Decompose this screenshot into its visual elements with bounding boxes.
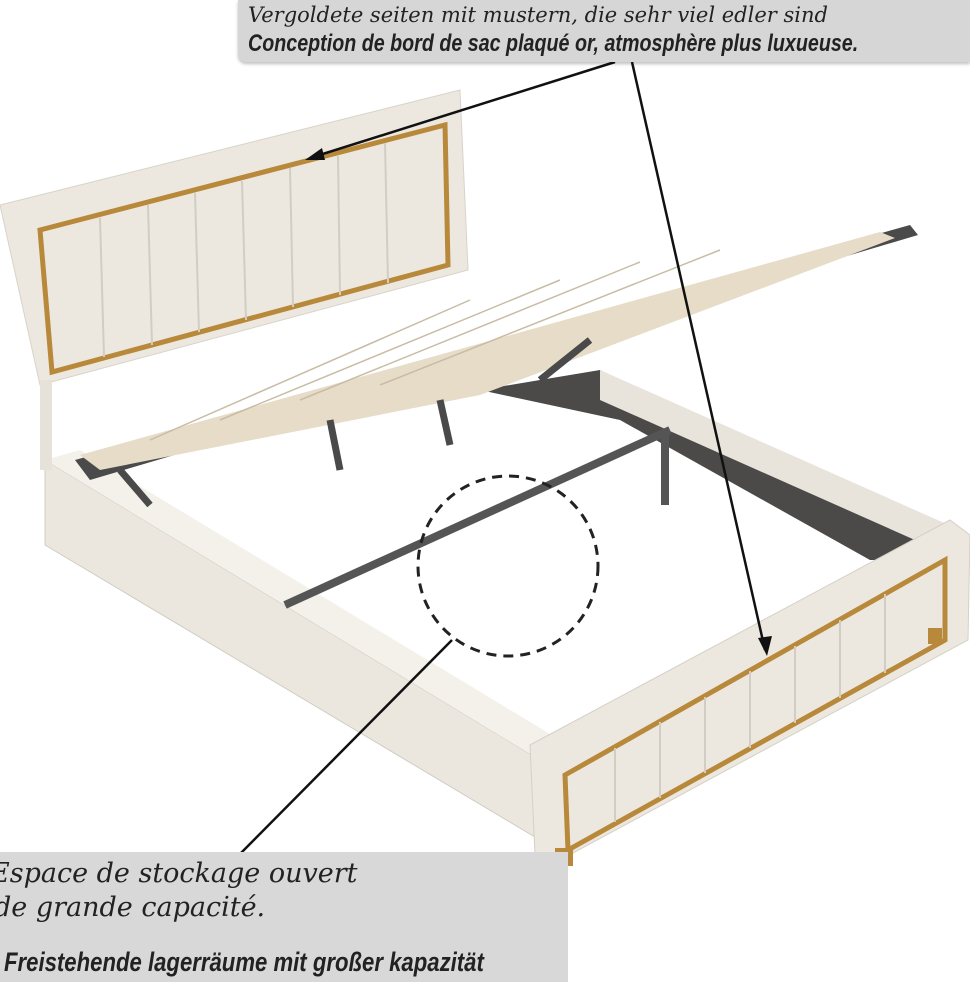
storage-highlight-circle	[416, 474, 600, 658]
callout-bottom-french-1: Espace de stockage ouvert	[0, 858, 358, 889]
slats	[80, 232, 895, 470]
callout-bottom-german: Freistehende lagerräume mit großer kapaz…	[4, 947, 484, 977]
pointer-line-headboard	[309, 60, 616, 160]
right-side-rail	[600, 370, 960, 560]
callout-top-german: Vergoldete seiten mit mustern, die sehr …	[248, 3, 828, 27]
footboard-gold-trim	[562, 555, 948, 855]
headboard	[0, 89, 469, 386]
callout-top: Vergoldete seiten mit mustern, die sehr …	[238, 0, 970, 62]
storage-inner-wall	[480, 370, 940, 560]
callout-top-french: Conception de bord de sac plaqué or, atm…	[248, 30, 859, 57]
cross-support-bar	[283, 426, 672, 609]
callout-bottom: Espace de stockage ouvert de grande capa…	[0, 852, 568, 982]
pointer-line-footboard	[630, 61, 767, 651]
left-side-rail	[44, 459, 541, 841]
pointer-line-storage	[237, 639, 453, 857]
callout-bottom-french-2: de grande capacité.	[0, 892, 266, 923]
